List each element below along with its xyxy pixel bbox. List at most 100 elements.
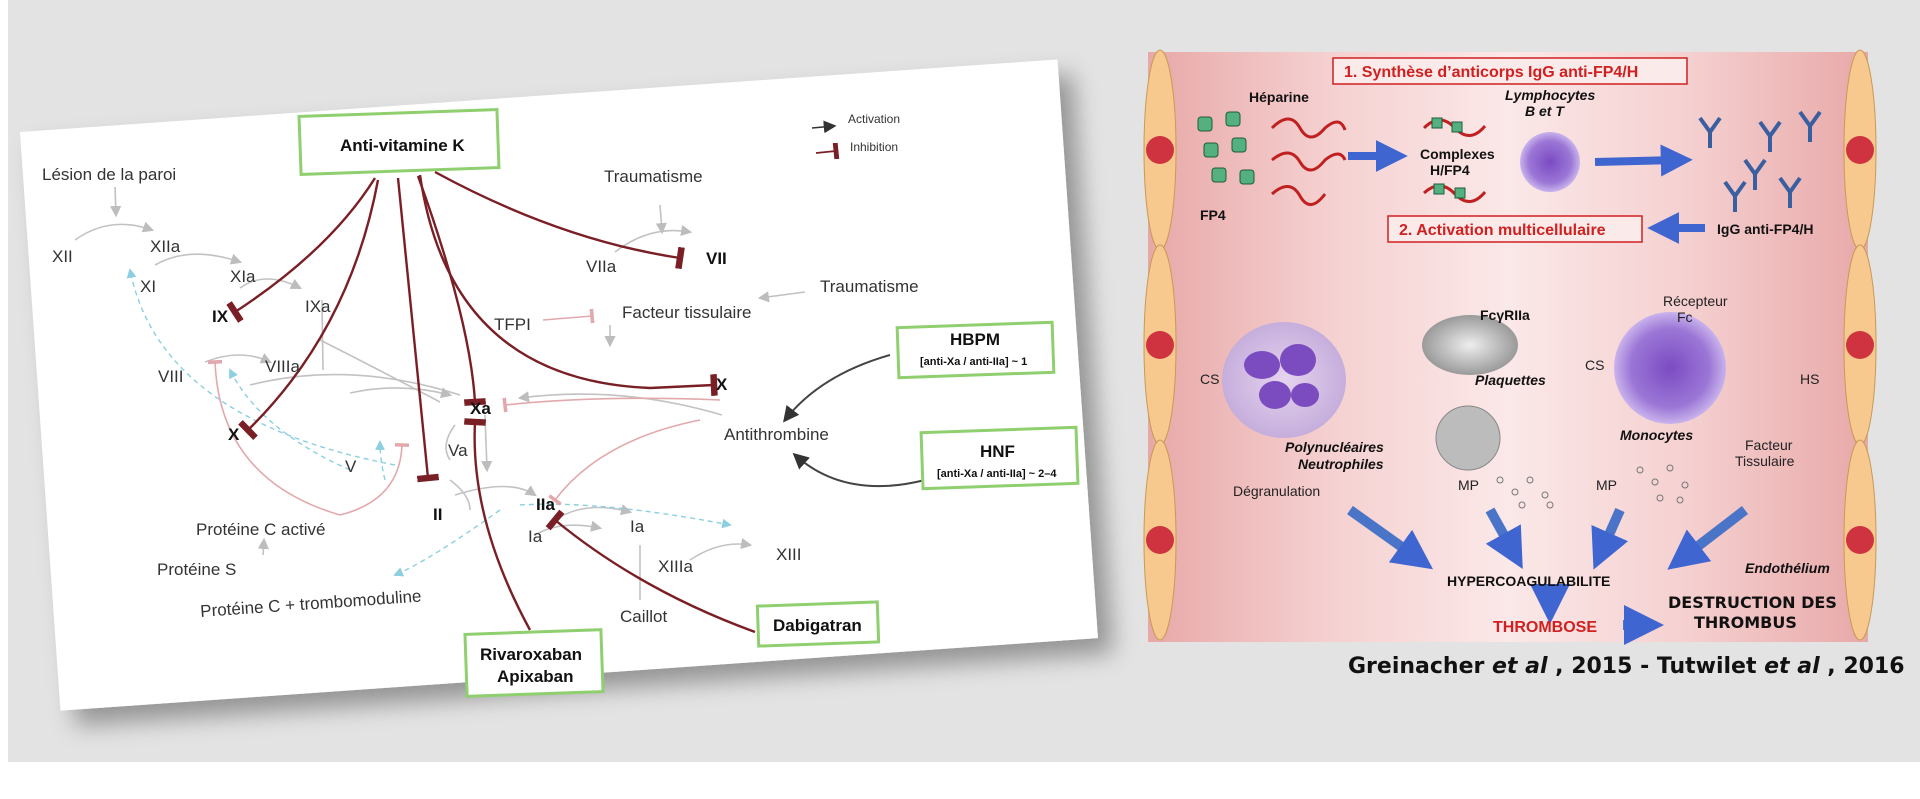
- neutrophil-nucleus-icon: [1244, 344, 1319, 409]
- viii-label: VIII: [158, 367, 184, 386]
- traumatisme-right-label: Traumatisme: [820, 277, 919, 296]
- x-left-label: X: [228, 425, 240, 444]
- monocytes-label: Monocytes: [1620, 427, 1693, 443]
- hnf-sub: [anti-Xa / anti-IIa] ~ 2–4: [937, 468, 1057, 480]
- x-right-label: X: [716, 375, 728, 394]
- citation-part-b: , 2015 - Tutwilet: [1555, 654, 1764, 679]
- platelet-cell-icon: [1422, 315, 1518, 375]
- poly-label-2: Neutrophiles: [1298, 456, 1384, 472]
- v-label: V: [345, 457, 357, 476]
- xii-label: XII: [52, 247, 73, 266]
- iia-label: IIa: [536, 495, 555, 514]
- endothelium-label: Endothélium: [1745, 560, 1830, 576]
- dabigatran-box: Dabigatran: [755, 600, 881, 648]
- activated-platelet-icon: [1435, 405, 1501, 471]
- antithrombin-arrows: [783, 354, 926, 488]
- viiia-label: VIIIa: [265, 357, 301, 376]
- avk-box: Anti-vitamine K: [297, 108, 501, 176]
- cascade-card: [19, 59, 1098, 711]
- tfpi-label: TFPI: [494, 315, 531, 334]
- hbpm-sub: [anti-Xa / anti-IIa] ~ 1: [920, 356, 1027, 368]
- hnf-box: HNF [anti-Xa / anti-IIa] ~ 2–4: [919, 425, 1080, 491]
- plaquettes-label: Plaquettes: [1475, 372, 1546, 388]
- hnf-title: HNF: [980, 442, 1015, 461]
- viia-label: VIIa: [586, 257, 617, 276]
- hypercoagulabilite-label: HYPERCOAGULABILITE: [1447, 573, 1610, 589]
- destruction-label-2: THROMBUS: [1694, 613, 1797, 632]
- ixa-label: IXa: [305, 297, 331, 316]
- fp4-tetramers-icon: [1197, 111, 1255, 185]
- xiii-label: XIII: [776, 545, 802, 564]
- endothelial-cells-left: [1143, 49, 1177, 641]
- antithrombine-label: Antithrombine: [724, 425, 829, 444]
- monocyte-cell-icon: [1614, 312, 1726, 424]
- proteine-c-active-label: Protéine C activé: [196, 520, 325, 539]
- lesion-label: Lésion de la paroi: [42, 165, 176, 184]
- caillot-label: Caillot: [620, 607, 668, 626]
- citation-text: Greinacher et al , 2015 - Tutwilet et al…: [1348, 654, 1905, 679]
- dabigatran-label: Dabigatran: [773, 616, 862, 635]
- degranulation-label: Dégranulation: [1233, 483, 1320, 499]
- pink-inhibition-lines: [207, 308, 721, 516]
- ia-left-label: Ia: [528, 527, 543, 546]
- complexes-icon: [1422, 117, 1487, 203]
- citation-part-a: Greinacher: [1348, 654, 1492, 679]
- step2-title: 2. Activation multicellulaire: [1399, 222, 1606, 239]
- hbpm-box: HBPM [anti-Xa / anti-IIa] ~ 1: [895, 320, 1056, 380]
- igg-antibodies-icon: [1698, 110, 1822, 212]
- arrow-to-igg-icon: [1594, 144, 1693, 177]
- heparin-chains-icon: [1270, 117, 1347, 206]
- step1-title: 1. Synthèse d’anticorps IgG anti-FP4/H: [1344, 64, 1638, 81]
- cs-left-label: CS: [1200, 371, 1219, 387]
- rivaroxaban-box: Rivaroxaban Apixaban: [463, 628, 605, 698]
- neutrophil-cell-icon: [1222, 322, 1346, 438]
- heparine-label: Héparine: [1249, 89, 1309, 105]
- rivaroxaban-label: Rivaroxaban: [480, 645, 582, 664]
- facteur-tissulaire-label-1: Facteur: [1745, 437, 1793, 453]
- cs-mid-label: CS: [1585, 357, 1604, 373]
- recepteur-label-1: Récepteur: [1663, 293, 1728, 309]
- legend-activation-arrow-icon: [811, 120, 837, 134]
- citation-etal-1: et al: [1492, 654, 1548, 679]
- ii-label: II: [433, 505, 442, 524]
- citation-etal-2: et al: [1764, 654, 1820, 679]
- step2-box: [1387, 215, 1643, 243]
- facteur-tissulaire-label-2: Tissulaire: [1735, 453, 1795, 469]
- avk-label: Anti-vitamine K: [340, 136, 465, 155]
- lymphocytes-label-2: B et T: [1525, 103, 1565, 119]
- xa-label: Xa: [470, 399, 491, 418]
- legend-inhibition-bar-icon: [815, 142, 840, 160]
- igg-label: IgG anti-FP4/H: [1717, 221, 1813, 237]
- complexes-label-1: Complexes: [1420, 146, 1495, 162]
- lymphocyte-cell-icon: [1520, 132, 1580, 192]
- ia-right-label: Ia: [630, 517, 645, 536]
- xia-label: XIa: [230, 267, 256, 286]
- mp-right-label: MP: [1596, 477, 1617, 493]
- legend-activation-label: Activation: [848, 112, 900, 126]
- destruction-label-1: DESTRUCTION DES: [1668, 593, 1837, 612]
- lymphocytes-label-1: Lymphocytes: [1505, 87, 1595, 103]
- legend: Activation Inhibition: [811, 112, 900, 160]
- xiia-label: XIIa: [150, 237, 181, 256]
- xi-label: XI: [140, 277, 156, 296]
- recepteur-label-2: Fc: [1677, 309, 1693, 325]
- mp-left-label: MP: [1458, 477, 1479, 493]
- xiiia-label: XIIIa: [658, 557, 694, 576]
- microparticles-icon: [1496, 464, 1689, 509]
- endothelial-cells-right: [1843, 49, 1877, 641]
- facteur-tissulaire-label: Facteur tissulaire: [622, 303, 751, 322]
- va-label: Va: [448, 441, 468, 460]
- vii-label: VII: [706, 249, 727, 268]
- citation-part-c: , 2016: [1827, 654, 1904, 679]
- proteine-s-label: Protéine S: [157, 560, 236, 579]
- traumatisme-top-label: Traumatisme: [604, 167, 703, 186]
- poly-label-1: Polynucléaires: [1285, 439, 1384, 455]
- hs-label: HS: [1800, 371, 1819, 387]
- apixaban-label: Apixaban: [497, 667, 574, 686]
- legend-inhibition-label: Inhibition: [850, 140, 898, 154]
